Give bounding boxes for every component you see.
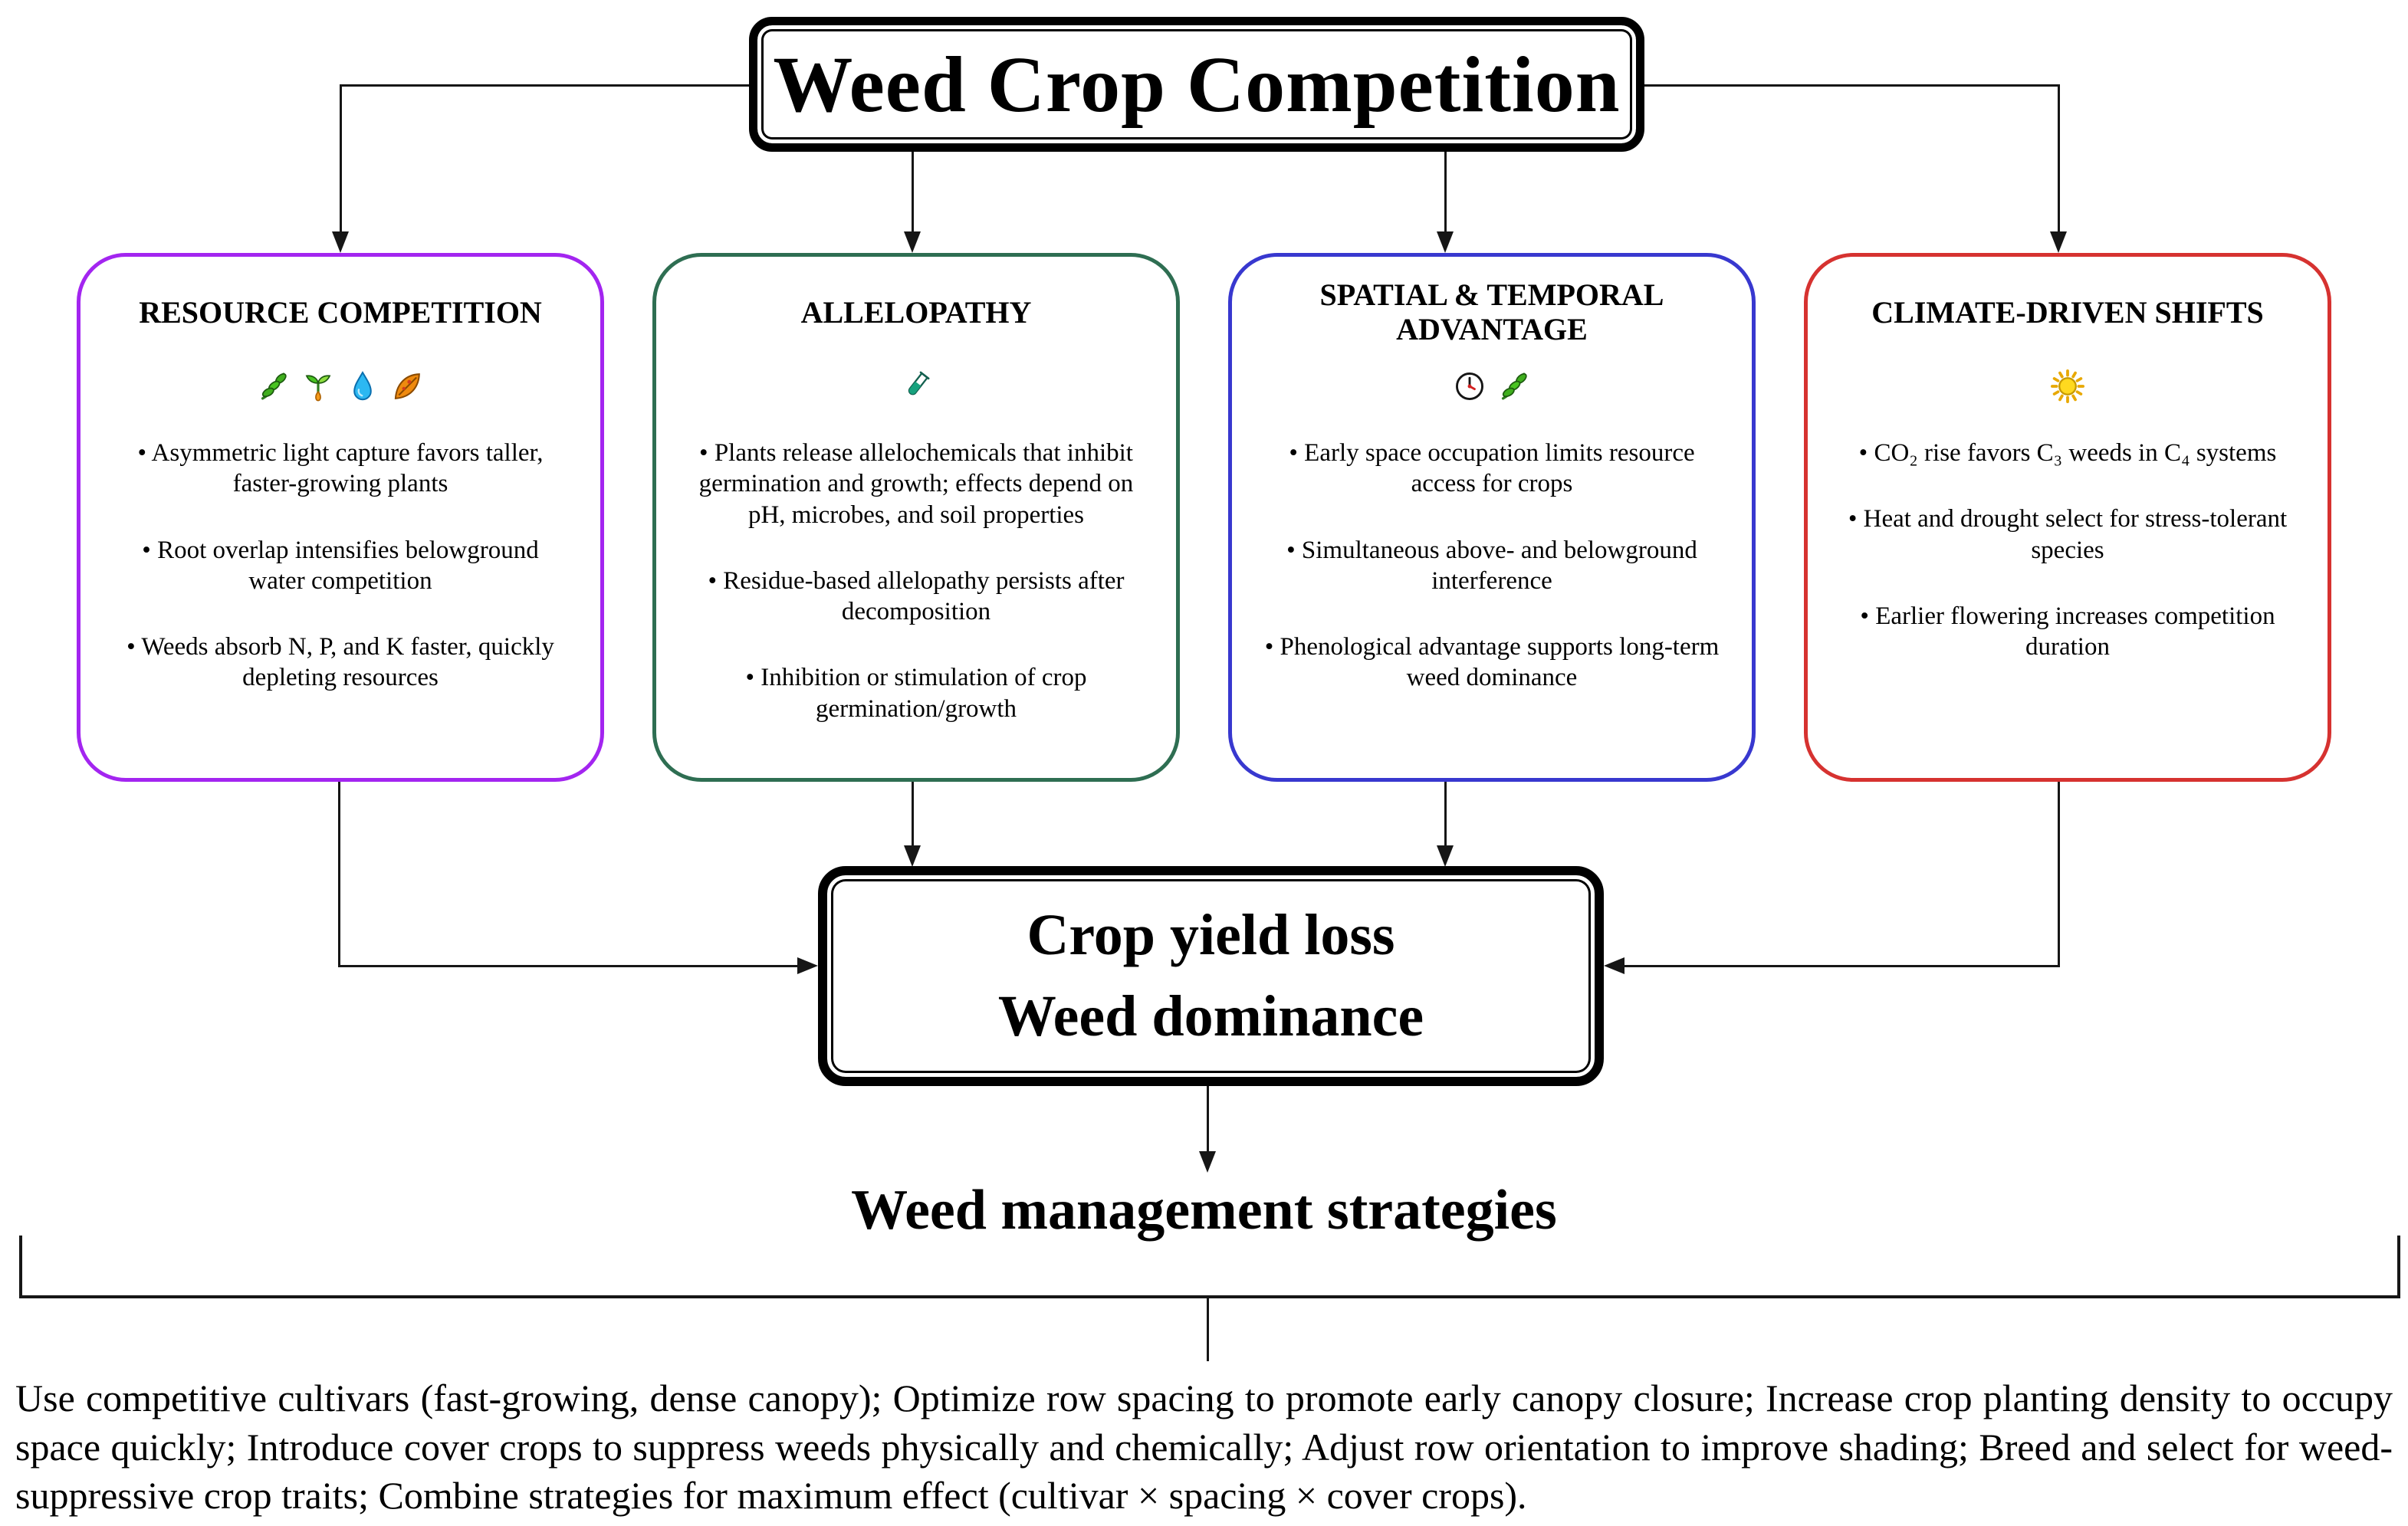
bullet-item: • Root overlap intensifies belowground w… (142, 536, 539, 595)
bullet-item: • Early space occupation limits resource… (1289, 439, 1695, 498)
connector-title-to-box4-v (2058, 84, 2060, 231)
bullet-item: • Residue-based allelopathy persists aft… (708, 566, 1125, 625)
arrowhead-box2 (904, 231, 921, 253)
bracket-right-tick (2397, 1236, 2400, 1297)
factor-box-bullets: • Asymmetric light capture favors taller… (94, 438, 586, 694)
connector-box2-to-outcome (912, 782, 914, 847)
strategies-paragraph: Use competitive cultivars (fast-growing,… (15, 1377, 2393, 1517)
bullet-item: • Asymmetric light capture favors taller… (137, 439, 544, 498)
factor-box-icons (1822, 367, 2314, 405)
factor-box-bullets: • Plants release allelochemicals that in… (670, 438, 1162, 724)
connector-box1-to-outcome-h (338, 965, 798, 967)
arrowhead-strategies (1199, 1151, 1216, 1173)
factor-box-icons (94, 367, 586, 405)
factor-box-icons (1246, 367, 1738, 405)
herb-icon (1496, 369, 1532, 404)
arrowhead-box4 (2050, 231, 2067, 253)
bullet-item: • CO₂ rise favors C₃ weeds in C₄ systems (1858, 439, 2277, 467)
arrowhead-outcome-from-box2 (904, 845, 921, 867)
bullet-item: • Simultaneous above- and belowground in… (1286, 536, 1697, 595)
diagram-title: Weed Crop Competition (773, 40, 1621, 129)
factor-box-heading-climate-driven-shifts: CLIMATE-DRIVEN SHIFTS (1871, 294, 2264, 330)
bullet-item: • Heat and drought select for stress-tol… (1848, 505, 2288, 564)
connector-box4-to-outcome-h (1624, 965, 2060, 967)
clock-icon (1452, 369, 1487, 404)
sun-icon (2050, 369, 2085, 404)
connector-box1-to-outcome-v (338, 782, 340, 967)
factor-box-heading-allelopathy: ALLELOPATHY (800, 294, 1032, 330)
connector-title-to-box1-v (340, 84, 342, 231)
bracket-center-stem (1207, 1298, 1209, 1361)
bullet-item: • Inhibition or stimulation of crop germ… (745, 664, 1087, 723)
outcome-box: Crop yield loss Weed dominance (818, 866, 1604, 1086)
bullet-item: • Plants release allelochemicals that in… (698, 439, 1134, 529)
arrowhead-outcome-from-box4 (1604, 957, 1624, 974)
fallen-leaf-icon (389, 369, 425, 404)
arrowhead-box3 (1437, 231, 1454, 253)
droplet-icon (345, 369, 380, 404)
seedling-icon (301, 369, 336, 404)
bullet-item: • Phenological advantage supports long-t… (1264, 633, 1720, 692)
bracket-horizontal (19, 1295, 2400, 1298)
connector-box3-to-outcome (1444, 782, 1447, 847)
factor-box-resource-competition: RESOURCE COMPETITION • Asymmetric light c… (77, 253, 604, 782)
connector-title-to-box3-v (1444, 150, 1447, 231)
arrowhead-box1 (332, 231, 349, 253)
connector-box4-to-outcome-v (2058, 782, 2060, 967)
factor-box-climate-driven-shifts: CLIMATE-DRIVEN SHIFTS • CO₂ rise favors C… (1804, 253, 2331, 782)
bullet-item: • Weeds absorb N, P, and K faster, quick… (126, 633, 554, 692)
factor-box-icons (670, 367, 1162, 405)
bracket-left-tick (19, 1236, 22, 1297)
factor-box-heading-spatial-temporal-advantage: SPATIAL & TEMPORAL ADVANTAGE (1319, 277, 1664, 346)
strategies-heading: Weed management strategies (851, 1179, 1557, 1242)
outcome-line2: Weed dominance (997, 983, 1424, 1049)
outcome-line1: Crop yield loss (1027, 902, 1395, 967)
connector-title-to-box2-v (912, 150, 914, 231)
factor-boxes-row: RESOURCE COMPETITION • Asymmetric light c… (77, 253, 2331, 782)
arrowhead-outcome-from-box3 (1437, 845, 1454, 867)
connector-title-to-box4-h (1643, 84, 2060, 87)
herb-icon (256, 369, 291, 404)
test-tube-icon (898, 369, 934, 404)
factor-box-bullets: • Early space occupation limits resource… (1246, 438, 1738, 694)
factor-box-spatial-temporal-advantage: SPATIAL & TEMPORAL ADVANTAGE • Early spac… (1228, 253, 1756, 782)
title-box: Weed Crop Competition (749, 17, 1644, 152)
arrowhead-outcome-from-box1 (797, 957, 818, 974)
connector-outcome-to-strategies (1207, 1086, 1209, 1152)
bullet-item: • Earlier flowering increases competitio… (1860, 602, 2275, 661)
factor-box-allelopathy: ALLELOPATHY • Plants release allelochemic… (652, 253, 1180, 782)
connector-title-to-box1-h (340, 84, 751, 87)
factor-box-bullets: • CO₂ rise favors C₃ weeds in C₄ systems… (1822, 438, 2314, 662)
factor-box-heading-resource-competition: RESOURCE COMPETITION (139, 294, 542, 330)
